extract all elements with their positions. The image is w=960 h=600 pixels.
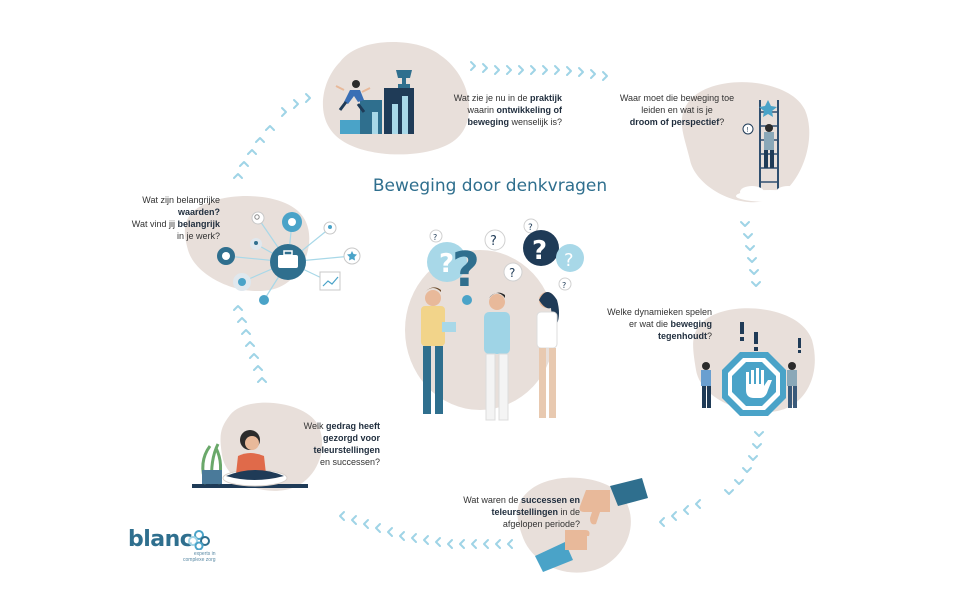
arrow-bottom (339, 499, 701, 549)
svg-text:?: ? (509, 266, 515, 280)
svg-text:?: ? (490, 234, 497, 249)
question-waarden: Wat zijn belangrijke waarden? Wat vind j… (131, 195, 220, 241)
meditation-illustration (192, 430, 308, 488)
network-illustration (217, 211, 361, 305)
cycle-arrows (233, 61, 764, 549)
question-dynamieken: Welke dynamieken spelen er wat die beweg… (607, 307, 712, 341)
svg-text:?: ? (439, 249, 454, 279)
question-gedrag: Welk gedrag heeft gezorgd voor teleurste… (303, 421, 380, 467)
question-perspectief: Waar moet die beweging toe leiden en wat… (619, 93, 735, 127)
svg-text:?: ? (564, 250, 574, 271)
svg-text:?: ? (532, 236, 547, 266)
center-illustration: ? ? ? ? ? ? ? ? ? (421, 218, 584, 421)
logo-flower-icon (188, 530, 210, 550)
podium-illustration (335, 70, 414, 134)
arrow-right-lower (724, 431, 764, 495)
arrow-left-lower (233, 305, 267, 383)
blanc-logo: blanc (128, 527, 193, 552)
ladder-illustration: ! (736, 100, 804, 202)
stop-sign-illustration (701, 322, 801, 416)
svg-text:?: ? (562, 281, 566, 290)
diagram-title: Beweging door denkvragen (372, 176, 608, 196)
arrow-left-upper (233, 93, 311, 179)
svg-text:?: ? (528, 223, 533, 233)
question-praktijk: Wat zie je nu in de praktijk waarin ontw… (453, 93, 562, 127)
svg-text:?: ? (433, 233, 437, 242)
thumbs-illustration (535, 478, 648, 572)
arrow-right-upper (740, 221, 761, 287)
svg-text:!: ! (747, 127, 749, 134)
arrow-top (470, 61, 608, 81)
logo-tagline: experts in complexe zorg (183, 551, 216, 563)
svg-text:?: ? (452, 242, 480, 298)
question-successen: Wat waren de successen en teleurstelling… (463, 495, 580, 529)
